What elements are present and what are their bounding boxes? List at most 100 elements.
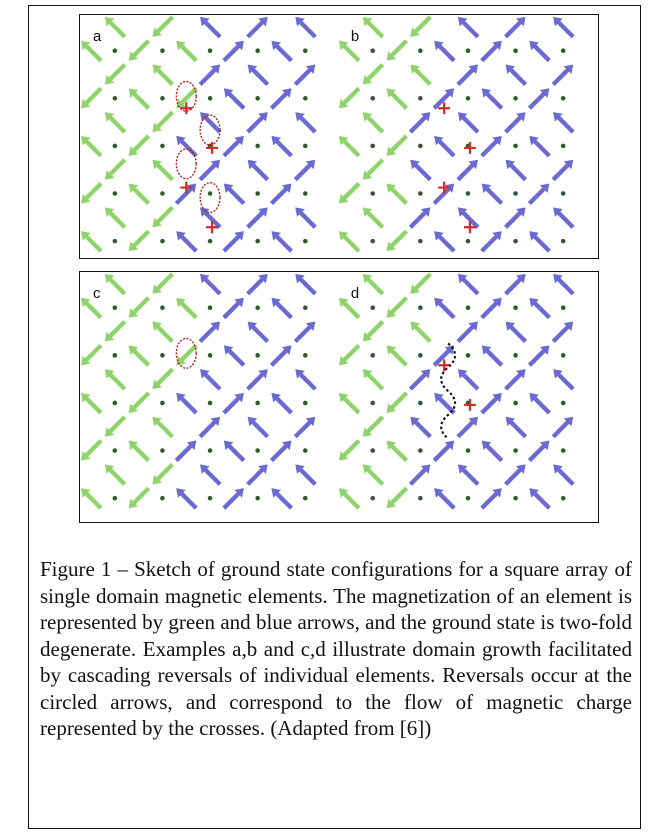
vertex-dot (418, 400, 423, 406)
vertex-dot (465, 238, 471, 244)
magnet-arrow (551, 159, 574, 182)
vertex-dot (302, 495, 308, 501)
magnet-arrow (246, 369, 268, 391)
magnet-arrow (152, 272, 174, 294)
vertex-dot (255, 400, 260, 406)
magnet-arrow (362, 158, 385, 180)
magnet-arrow (222, 135, 244, 158)
magnet-arrow (480, 392, 502, 415)
magnet-arrow (104, 112, 127, 134)
vertex-dot (255, 305, 260, 310)
magnet-arrow (198, 159, 221, 182)
magnet-arrow (247, 321, 270, 344)
magnet-arrow (152, 416, 174, 439)
vertex-dot (513, 495, 518, 501)
magnet-arrow (432, 183, 455, 206)
magnet-arrow (362, 369, 385, 391)
magnet-arrow (408, 207, 431, 229)
magnet-arrow (246, 464, 268, 486)
magnet-arrow (456, 64, 478, 87)
magnet-arrow (505, 321, 528, 344)
charge-cross (438, 359, 451, 372)
magnet-arrow (104, 158, 127, 180)
vertex-dot (207, 238, 213, 244)
vertex-dot (207, 353, 213, 358)
vertex-dot (160, 143, 165, 149)
magnet-arrow (152, 321, 174, 344)
magnet-arrow (246, 112, 268, 134)
magnet-arrow (553, 464, 575, 486)
magnet-arrow (480, 488, 502, 510)
vertex-dot (160, 305, 165, 310)
magnet-arrow (200, 464, 222, 486)
magnet-arrow (338, 392, 361, 415)
vertex-dot (255, 48, 260, 53)
magnet-arrow (457, 207, 480, 229)
magnet-arrow (152, 367, 174, 390)
magnet-arrow (504, 273, 526, 296)
magnet-arrow (527, 183, 550, 206)
magnet-arrow (271, 135, 293, 158)
magnet-arrow (457, 112, 480, 134)
magnet-arrow (504, 369, 526, 391)
magnet-arrow (386, 345, 409, 367)
panel-label: c (93, 286, 101, 302)
vertex-dot (465, 353, 471, 358)
magnet-arrow (551, 416, 574, 439)
vertex-dot (207, 495, 213, 501)
magnet-arrow (222, 297, 244, 320)
magnet-arrow (152, 159, 174, 182)
magnet-arrow (222, 231, 244, 253)
vertex-dot (560, 238, 566, 244)
vertex-dot (207, 191, 213, 196)
vertex-dot (160, 448, 165, 453)
magnet-arrow (152, 64, 174, 87)
magnet-arrow (338, 488, 361, 510)
magnet-arrow (338, 439, 361, 461)
magnet-arrow (80, 297, 103, 320)
magnet-arrow (434, 392, 456, 415)
magnet-arrow (81, 182, 103, 204)
vertex-dot (560, 305, 566, 310)
magnet-arrow (386, 134, 409, 156)
magnet-arrow (269, 345, 292, 367)
magnet-arrow (269, 88, 292, 110)
vertex-dot (513, 238, 518, 244)
magnet-arrow (338, 135, 361, 158)
magnet-arrow (81, 135, 103, 158)
magnet-arrow (222, 488, 244, 510)
magnet-arrow (176, 343, 198, 366)
vertex-dot (560, 353, 566, 358)
magnet-arrow (247, 159, 270, 182)
reversal-circle (199, 114, 221, 146)
charge-cross (438, 181, 451, 194)
vertex-dot (370, 143, 376, 149)
magnet-arrow (174, 440, 197, 463)
magnet-arrow (247, 416, 270, 439)
vertex-dot (255, 143, 260, 149)
magnet-arrow (128, 486, 151, 509)
vertex-dot (560, 448, 566, 453)
magnet-arrow (338, 182, 361, 204)
vertex-dot (160, 96, 165, 101)
magnet-arrow (504, 112, 526, 134)
magnet-arrow (481, 183, 504, 206)
vertex-dot (370, 96, 376, 101)
vertex-dot (302, 191, 308, 196)
magnet-arrow (432, 88, 455, 110)
magnet-arrow (128, 391, 151, 413)
vertex-dot (302, 238, 308, 244)
magnet-arrow (293, 159, 316, 182)
vertex-dot (418, 96, 423, 101)
vertex-dot (160, 353, 165, 358)
magnet-arrow (527, 88, 550, 110)
magnet-arrow (362, 207, 385, 229)
magnet-arrow (223, 440, 246, 463)
magnet-arrow (271, 297, 293, 320)
magnet-arrow (480, 40, 502, 63)
charge-cross (180, 181, 193, 194)
magnet-arrow (410, 416, 432, 439)
magnet-arrow (295, 273, 317, 296)
vertex-dot (112, 48, 118, 53)
vertex-dot (513, 353, 518, 358)
